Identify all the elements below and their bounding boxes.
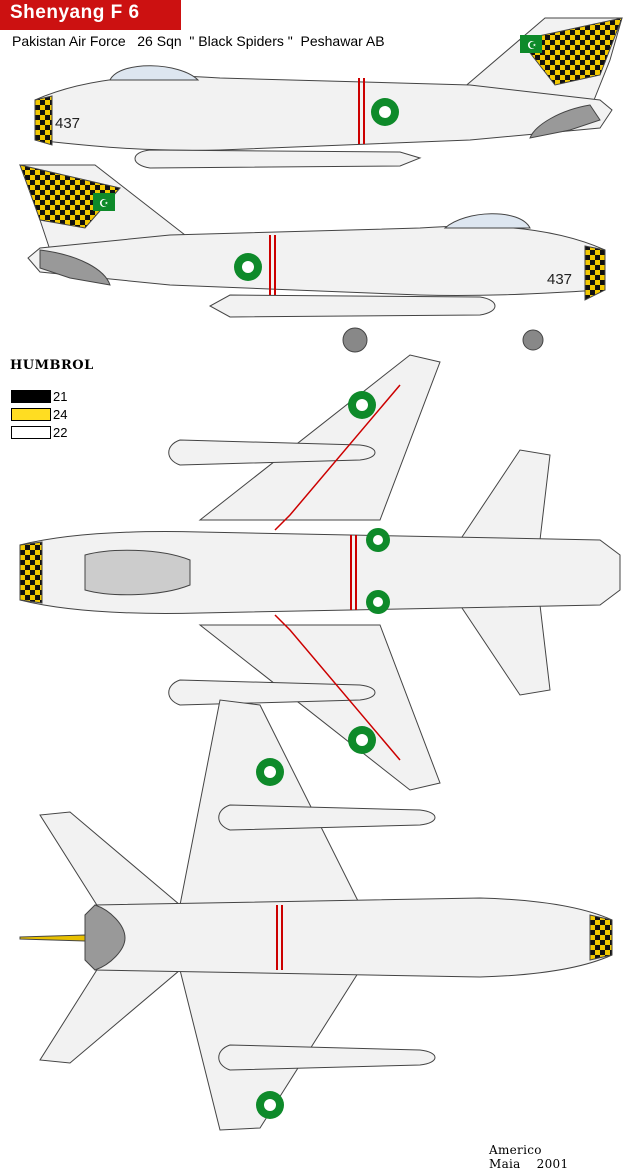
legend-swatch: [11, 389, 51, 403]
bottom-view: [19, 699, 613, 1131]
legend-code: 21: [53, 388, 68, 404]
side-view-left: ☪ 437: [34, 17, 623, 169]
credit-year: 2001: [536, 1157, 569, 1171]
svg-text:☪: ☪: [527, 39, 537, 52]
unit-subtitle: Pakistan Air Force 26 Sqn " Black Spider…: [12, 33, 385, 49]
paint-legend: 21 24 22: [11, 387, 67, 441]
tail-number-left: 437: [55, 115, 80, 132]
svg-text:☪: ☪: [99, 197, 109, 210]
legend-item: 22: [11, 423, 67, 441]
legend-swatch: [11, 407, 51, 421]
legend-code: 24: [53, 406, 68, 422]
legend-code: 22: [53, 424, 68, 440]
tail-number-right: 437: [547, 271, 572, 288]
page-title: Shenyang F 6: [10, 2, 140, 23]
title-bar: Shenyang F 6: [0, 0, 181, 30]
legend-item: 21: [11, 387, 67, 405]
top-view: [19, 354, 621, 791]
paint-brand: HUMBROL: [10, 358, 94, 373]
legend-swatch: [11, 425, 51, 439]
side-view-right: ☪ 437: [19, 164, 606, 353]
legend-item: 24: [11, 405, 67, 423]
